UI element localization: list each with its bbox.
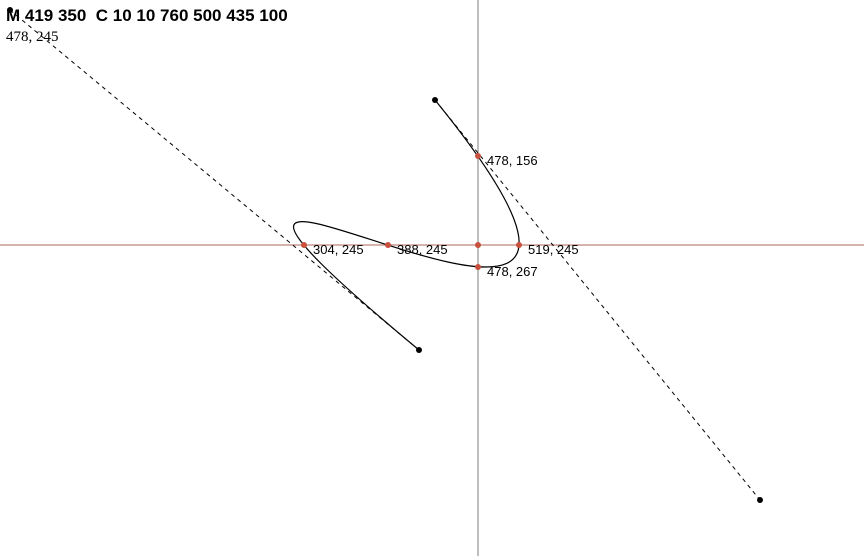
intersection-markers: 478, 156 304, 245 388, 245 519, 245 478, 267 [301, 153, 579, 279]
intersection-label: 304, 245 [313, 242, 364, 257]
control-point-2-handle[interactable] [757, 497, 763, 503]
control-line-start [9, 9, 420, 351]
control-line-end [434, 99, 761, 501]
end-point-handle[interactable] [432, 97, 438, 103]
intersection-label: 478, 156 [487, 153, 538, 168]
intersection-point [516, 242, 522, 248]
bezier-curve [292, 99, 520, 351]
intersection-label: 388, 245 [397, 242, 448, 257]
intersection-point [475, 264, 481, 270]
control-point-1-handle[interactable] [7, 7, 13, 13]
cursor-coordinate-readout: 478, 245 [6, 29, 59, 45]
intersection-point [475, 153, 481, 159]
intersection-point [385, 242, 391, 248]
start-point-handle[interactable] [416, 347, 422, 353]
intersection-label: 519, 245 [528, 242, 579, 257]
intersection-label: 478, 267 [487, 264, 538, 279]
path-command-label: M 419 350 C 10 10 760 500 435 100 [6, 6, 288, 25]
intersection-point [475, 242, 481, 248]
intersection-point [301, 242, 307, 248]
